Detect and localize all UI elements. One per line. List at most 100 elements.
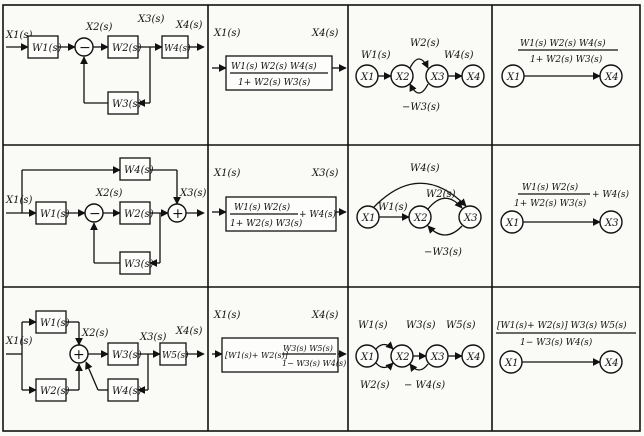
row1-block-w1-label: W1(s) <box>32 43 62 54</box>
row2-block-w2-label: W2(s) <box>124 209 154 220</box>
row1-reduced-in: X1(s) <box>213 28 241 39</box>
row1-graph-label-w4: W4(s) <box>444 50 474 61</box>
row1-label-x3: X3(s) <box>137 14 165 25</box>
row1-block-w3-label: W3(s) <box>112 99 142 110</box>
row2-label-x3: X3(s) <box>179 188 207 199</box>
row3-signal-flow-graph: X1 X2 X3 X4 W1(s) W3(s) W5(s) W2(s) − W4… <box>355 320 485 391</box>
row1-reduced-num: W1(s) W2(s) W4(s) <box>231 61 317 72</box>
row1-graph-label-w3: −W3(s) <box>402 102 440 113</box>
svg-text:X4: X4 <box>604 72 618 83</box>
row2-block-w4-label: W4(s) <box>124 165 154 176</box>
row3-sum-sign: + <box>73 347 85 363</box>
row2-final-node-x3 <box>599 210 623 234</box>
row1-signal-flow-graph: X1 X2 X3 X4 W1(s) W2(s) W4(s) −W3(s) <box>355 38 485 113</box>
row2-reduced-out: X3(s) <box>311 168 339 179</box>
row3-final-node-x4 <box>599 350 623 374</box>
row3-reduced-num: W3(s) W5(s) <box>283 344 333 353</box>
row3-final-graph: [W1(s)+ W2(s)] W3(s) W5(s) 1− W3(s) W4(s… <box>496 320 636 374</box>
row2-signal-flow-graph: X1 X2 X3 W4(s) W1(s) W2(s) −W3(s) <box>356 163 482 258</box>
svg-text:X2: X2 <box>395 72 409 83</box>
svg-text:X4: X4 <box>466 72 480 83</box>
svg-text:X3: X3 <box>463 213 477 224</box>
row1-graph-label-w2: W2(s) <box>410 38 440 49</box>
row3-reduced-in: X1(s) <box>213 310 241 321</box>
svg-text:X3: X3 <box>604 218 618 229</box>
row3-label-x2: X2(s) <box>81 328 109 339</box>
row2-final-num: W1(s) W2(s) <box>522 182 579 193</box>
row3-reduced-out: X4(s) <box>311 310 339 321</box>
row2-reduced-num: W1(s) W2(s) <box>234 202 291 213</box>
row2-reduced-block: X1(s) X3(s) W1(s) W2(s) 1+ W2(s) W3(s) +… <box>212 168 347 232</box>
row-1: X1(s) W1(s) − X2(s) W2(s) X3(s) W4(s) X4… <box>5 14 623 115</box>
row2-block-w1-label: W1(s) <box>40 209 70 220</box>
row2-final-plus: + W4(s) <box>592 189 630 200</box>
row3-block-diagram: X1(s) W1(s) W2(s) + X2(s) W3(s) X3(s) W5… <box>5 310 205 402</box>
svg-text:X4: X4 <box>466 352 480 363</box>
row3-reduced-block: X1(s) X4(s) [W1(s)+ W2(s)] W3(s) W5(s) 1… <box>212 310 347 373</box>
row3-graph-label-w1: W1(s) <box>358 320 388 331</box>
row2-reduced-in: X1(s) <box>213 168 241 179</box>
row2-reduced-plus: + W4(s) <box>299 209 337 220</box>
row1-reduced-block: X1(s) X4(s) W1(s) W2(s) W4(s) 1+ W2(s) W… <box>212 28 347 91</box>
row2-label-x1: X1(s) <box>5 195 33 206</box>
row3-block-w1-label: W1(s) <box>40 318 70 329</box>
svg-text:X4: X4 <box>604 358 618 369</box>
row3-final-num: [W1(s)+ W2(s)] W3(s) W5(s) <box>497 320 627 331</box>
row2-graph-label-w4: W4(s) <box>410 163 440 174</box>
row2-sum-sign-2: + <box>172 206 184 222</box>
svg-text:X1: X1 <box>504 358 518 369</box>
row3-node-x1 <box>355 344 379 368</box>
svg-text:X1: X1 <box>505 218 519 229</box>
row1-label-x2: X2(s) <box>85 22 113 33</box>
row3-reduced-pre: [W1(s)+ W2(s)] <box>225 351 289 360</box>
row2-sum-sign-1: − <box>89 206 101 222</box>
row1-block-diagram: X1(s) W1(s) − X2(s) W2(s) X3(s) W4(s) X4… <box>5 14 205 115</box>
row3-graph-label-w4: − W4(s) <box>404 380 445 391</box>
row2-block-w4 <box>119 157 151 181</box>
row1-block-w4-label: W4(s) <box>164 43 191 54</box>
row3-graph-label-w3: W3(s) <box>406 320 436 331</box>
row1-label-x4: X4(s) <box>175 20 203 31</box>
svg-text:X1: X1 <box>506 72 520 83</box>
row1-sum-sign: − <box>79 40 91 56</box>
row3-block-w3-label: W3(s) <box>112 350 142 361</box>
svg-text:X1: X1 <box>360 352 374 363</box>
row1-final-den: 1+ W2(s) W3(s) <box>530 54 603 65</box>
svg-text:X2: X2 <box>413 213 427 224</box>
row1-reduced-den: 1+ W2(s) W3(s) <box>238 77 311 88</box>
row2-final-den: 1+ W2(s) W3(s) <box>514 198 587 209</box>
row3-graph-label-w2: W2(s) <box>360 380 390 391</box>
svg-text:X1: X1 <box>361 213 375 224</box>
row1-final-num: W1(s) W2(s) W4(s) <box>520 38 606 49</box>
row2-final-graph: W1(s) W2(s) 1+ W2(s) W3(s) + W4(s) X1 X3 <box>500 182 630 234</box>
row3-reduced-tf-box <box>221 337 339 373</box>
row3-label-x3: X3(s) <box>139 332 167 343</box>
row3-label-x4: X4(s) <box>175 326 203 337</box>
row2-graph-label-w3: −W3(s) <box>424 247 462 258</box>
row3-final-den: 1− W3(s) W4(s) <box>520 337 593 348</box>
row3-block-w5-label: W5(s) <box>162 350 189 361</box>
row1-final-node-x4 <box>599 64 623 88</box>
svg-text:X1: X1 <box>360 72 374 83</box>
row3-reduced-den: 1− W3(s) W4(s) <box>282 359 346 368</box>
row-2: X1(s) W4(s) W1(s) − X2(s) W2(s) + X3(s) <box>5 157 630 275</box>
row2-reduced-den: 1+ W2(s) W3(s) <box>230 218 303 229</box>
row-3: X1(s) W1(s) W2(s) + X2(s) W3(s) X3(s) W5… <box>5 310 636 402</box>
row3-label-x1: X1(s) <box>5 336 33 347</box>
svg-text:X3: X3 <box>430 352 444 363</box>
table-grid <box>2 4 641 432</box>
row2-graph-label-w2: W2(s) <box>426 189 456 200</box>
row3-block-w2-label: W2(s) <box>40 386 70 397</box>
row2-node-x3 <box>458 205 482 229</box>
row2-block-diagram: X1(s) W4(s) W1(s) − X2(s) W2(s) + X3(s) <box>5 157 207 275</box>
row1-reduced-out: X4(s) <box>311 28 339 39</box>
row2-block-w3-label: W3(s) <box>124 259 154 270</box>
row1-block-w2-label: W2(s) <box>112 43 142 54</box>
svg-text:X3: X3 <box>430 72 444 83</box>
svg-text:X2: X2 <box>395 352 409 363</box>
row1-graph-label-w1: W1(s) <box>361 50 391 61</box>
row3-graph-label-w5: W5(s) <box>446 320 476 331</box>
row3-block-w4-label: W4(s) <box>112 386 142 397</box>
